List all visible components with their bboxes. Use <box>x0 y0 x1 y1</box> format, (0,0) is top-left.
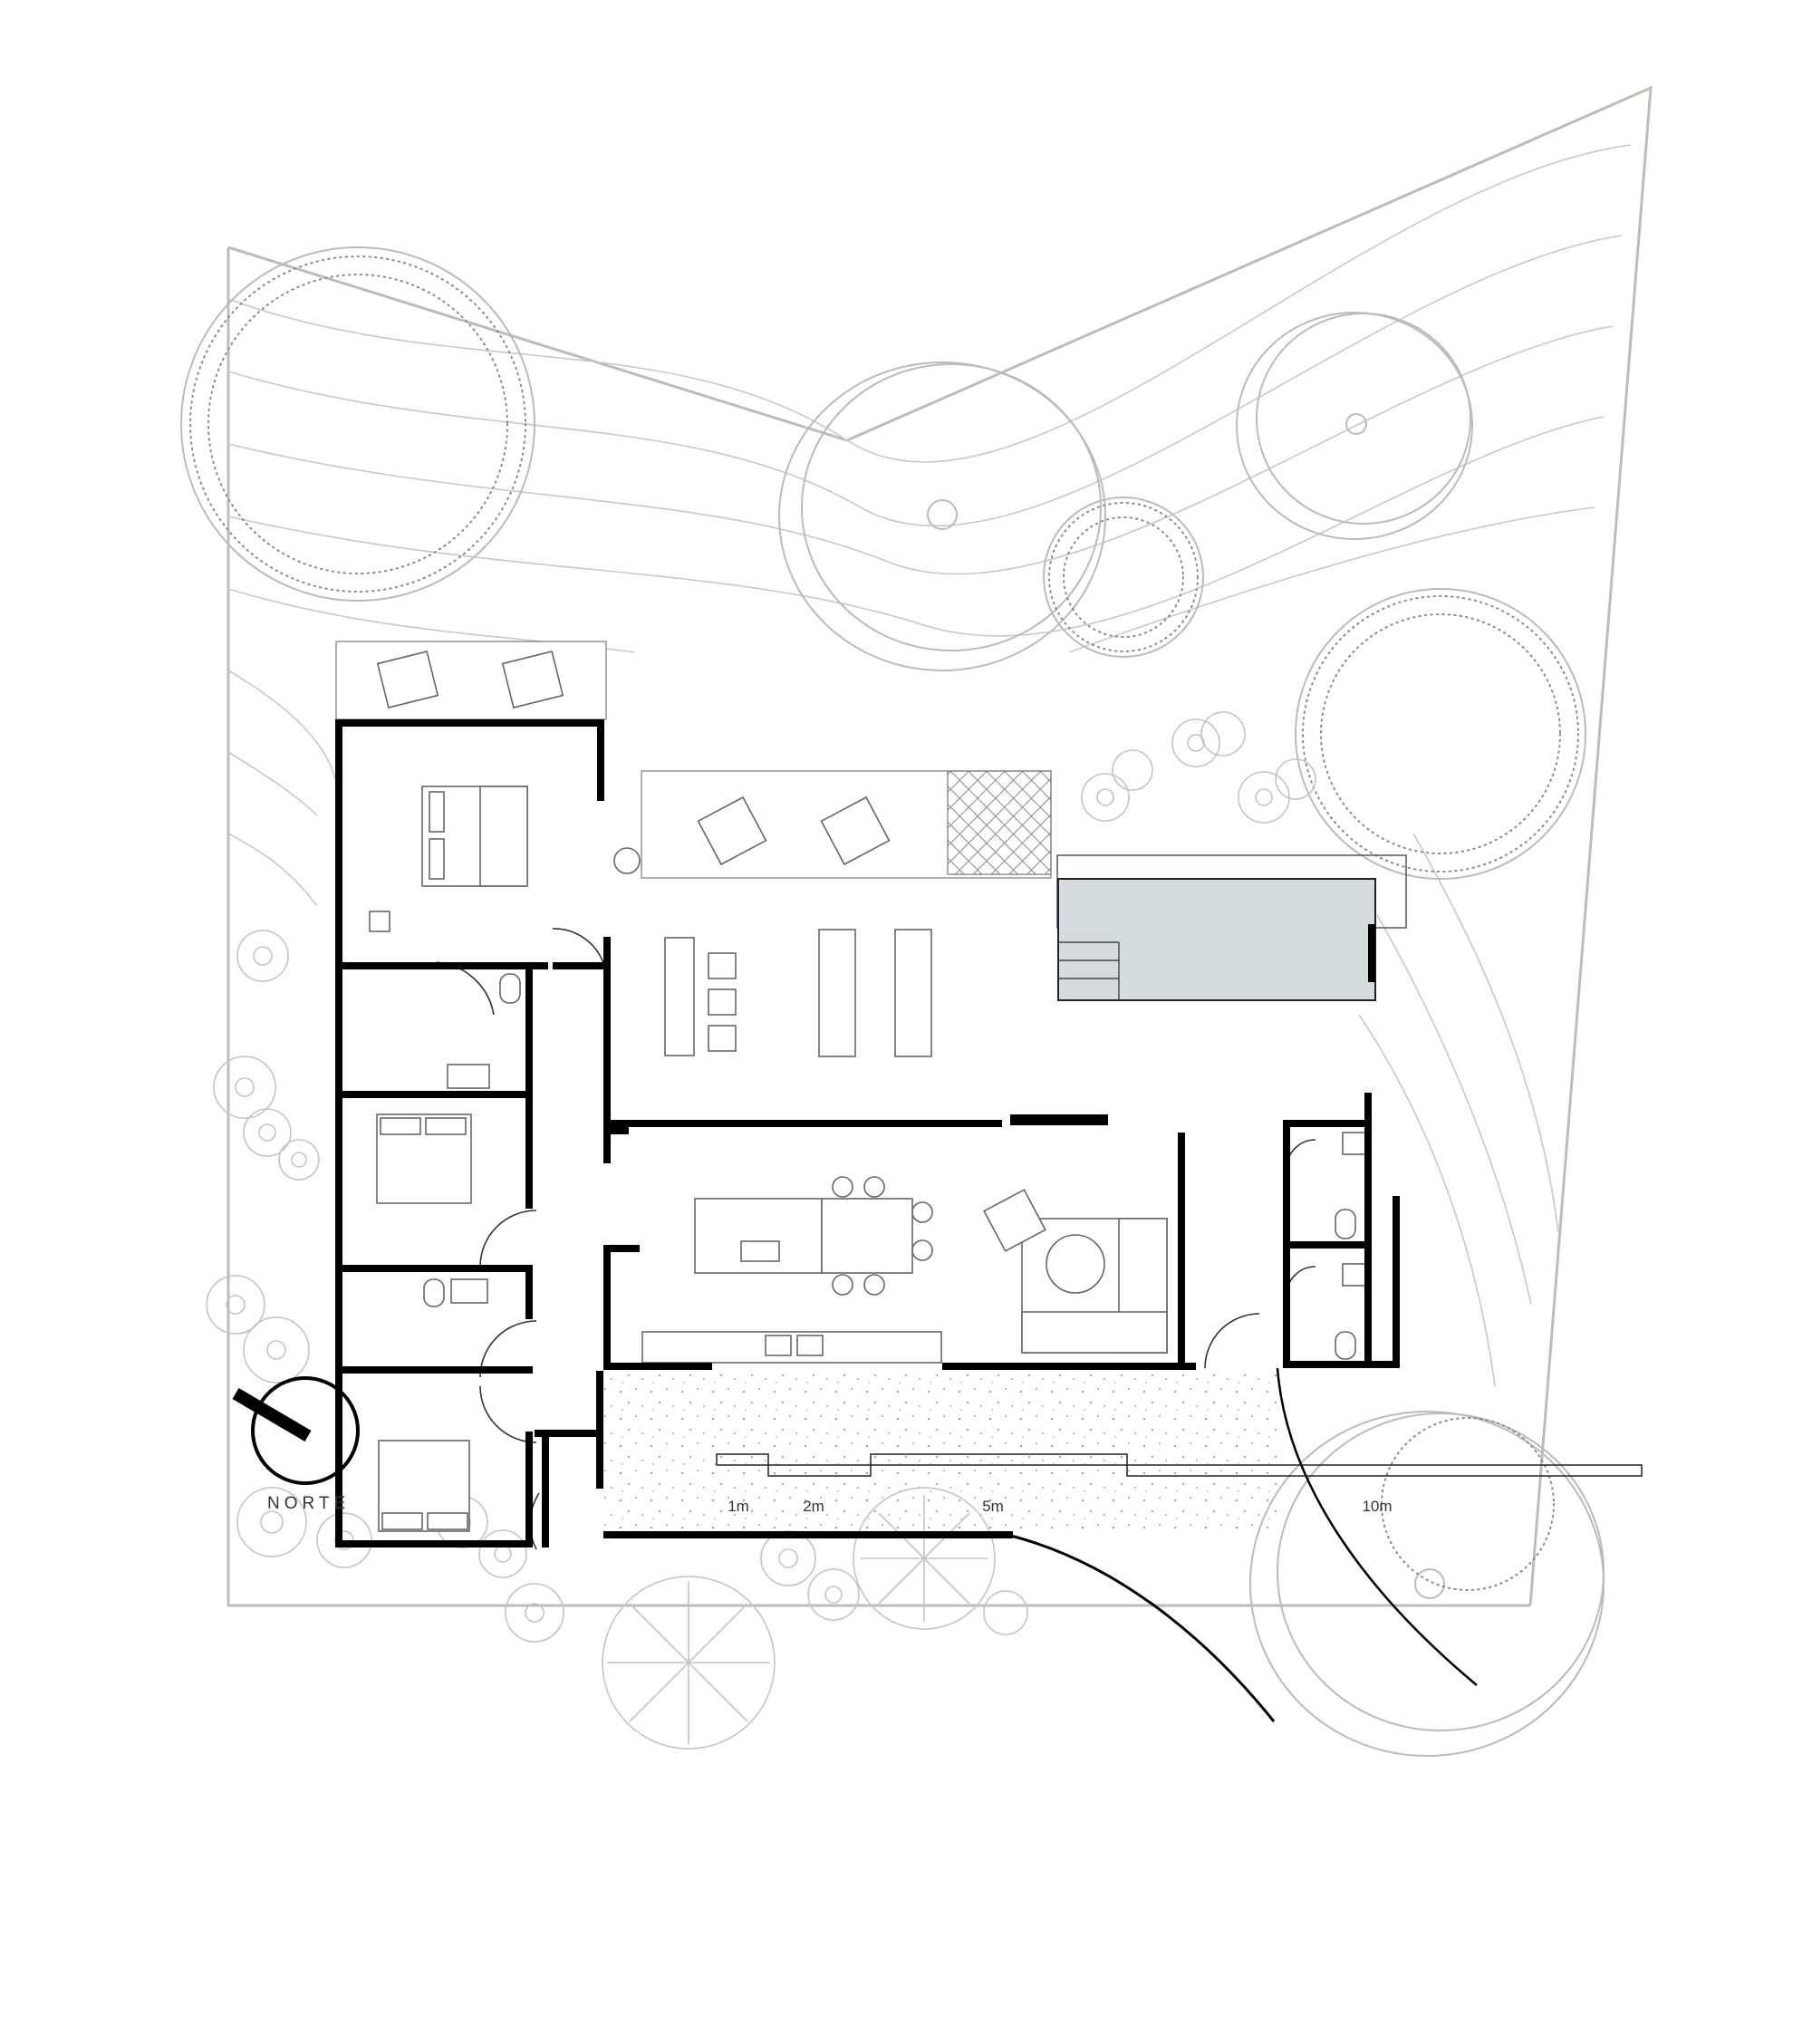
tree-east <box>1295 588 1586 880</box>
tree-north-small <box>1043 497 1204 658</box>
pool-deck <box>613 770 1052 879</box>
north-arrow-icon <box>232 1376 360 1485</box>
scale-label-2m: 2m <box>803 1498 824 1515</box>
site-boundary <box>226 85 1653 1607</box>
tree-north-large <box>778 362 1106 671</box>
doors <box>436 928 1316 1550</box>
north-label: NORTE <box>267 1494 351 1513</box>
tree-northeast <box>1236 312 1473 540</box>
furniture <box>369 786 1367 1532</box>
scale-label-10m: 10m <box>1362 1498 1393 1515</box>
scale-label-1m: 1m <box>728 1498 749 1515</box>
pool <box>1056 854 1407 1001</box>
scale-label-5m: 5m <box>982 1498 1004 1515</box>
tree-southeast <box>1249 1411 1605 1757</box>
contour-lines <box>227 144 1632 1387</box>
tree-northwest <box>180 246 535 602</box>
gravel-patio <box>603 1367 1478 1722</box>
master-deck <box>335 641 607 720</box>
scale-bar <box>716 1453 1643 1477</box>
walls[interactable] <box>335 719 1400 1547</box>
